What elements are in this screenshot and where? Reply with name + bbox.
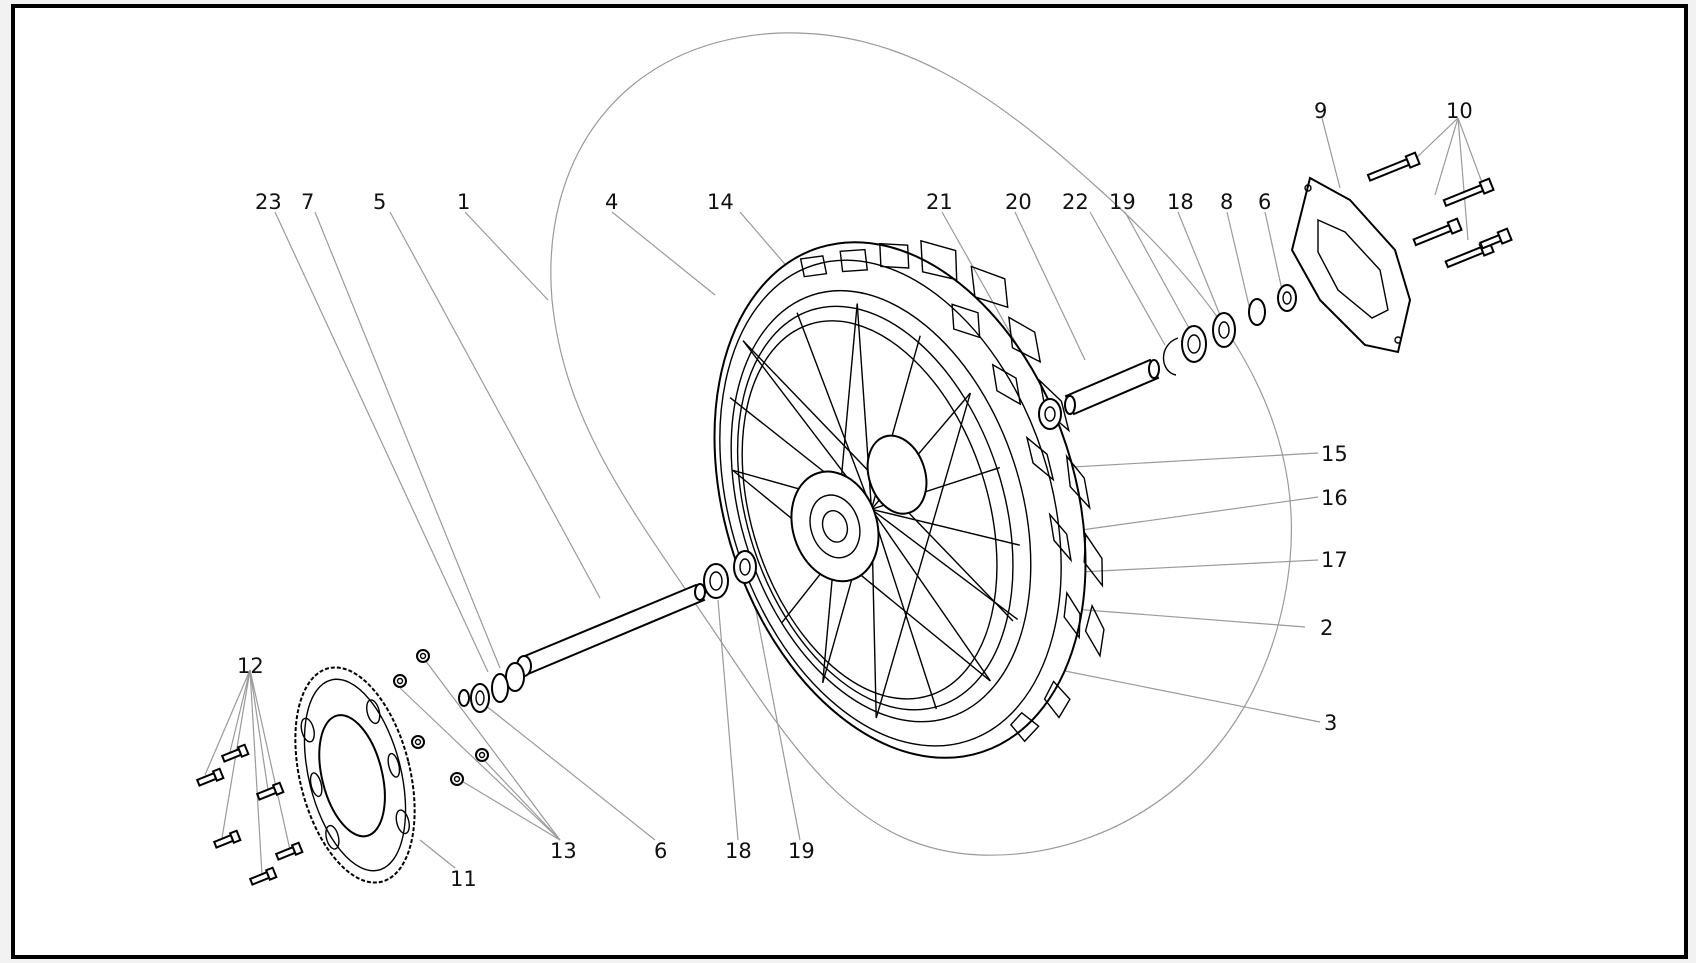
callout-21: 21 — [926, 190, 953, 214]
callout-14: 14 — [707, 190, 734, 214]
nut-23 — [470, 683, 490, 713]
callout-10: 10 — [1446, 99, 1473, 123]
callout-13: 13 — [550, 839, 577, 863]
callout-6-top: 6 — [1258, 190, 1271, 214]
callout-1: 1 — [457, 190, 470, 214]
callout-19-bottom: 19 — [788, 839, 815, 863]
callout-19-top: 19 — [1109, 190, 1136, 214]
callout-6-bottom: 6 — [654, 839, 667, 863]
bolts-10 — [1366, 151, 1513, 269]
callout-3: 3 — [1324, 711, 1337, 735]
assembly-outline — [550, 32, 1292, 856]
axle — [458, 583, 706, 713]
sprocket — [294, 666, 416, 884]
hub — [790, 470, 880, 583]
callout-9: 9 — [1314, 99, 1327, 123]
callout-20: 20 — [1005, 190, 1032, 214]
callout-15: 15 — [1321, 442, 1348, 466]
bolts-12 — [195, 743, 304, 886]
rim — [730, 289, 1032, 723]
callout-8: 8 — [1220, 190, 1233, 214]
nuts-13 — [393, 649, 489, 786]
washer-7 — [491, 673, 509, 703]
right-side-parts — [1038, 284, 1297, 430]
leader-lines — [204, 117, 1485, 876]
callout-2: 2 — [1320, 616, 1333, 640]
callout-18-bottom: 18 — [725, 839, 752, 863]
circlip — [1162, 337, 1179, 376]
callout-4: 4 — [605, 190, 618, 214]
callout-18-top: 18 — [1167, 190, 1194, 214]
callout-7: 7 — [301, 190, 314, 214]
callout-22: 22 — [1062, 190, 1089, 214]
callout-11: 11 — [450, 867, 477, 891]
wheel-assembly — [713, 239, 1105, 759]
callout-23: 23 — [255, 190, 282, 214]
brake-disc-carrier — [1290, 176, 1412, 354]
callout-5: 5 — [373, 190, 386, 214]
callout-labels: 23 7 5 1 4 14 21 20 22 19 18 8 6 9 10 15… — [237, 99, 1473, 891]
callout-16: 16 — [1321, 486, 1348, 510]
callout-17: 17 — [1321, 548, 1348, 572]
spacer-tube — [1064, 358, 1160, 416]
tire-tread — [799, 239, 1105, 743]
left-bearings — [703, 550, 757, 599]
callout-12: 12 — [237, 654, 264, 678]
